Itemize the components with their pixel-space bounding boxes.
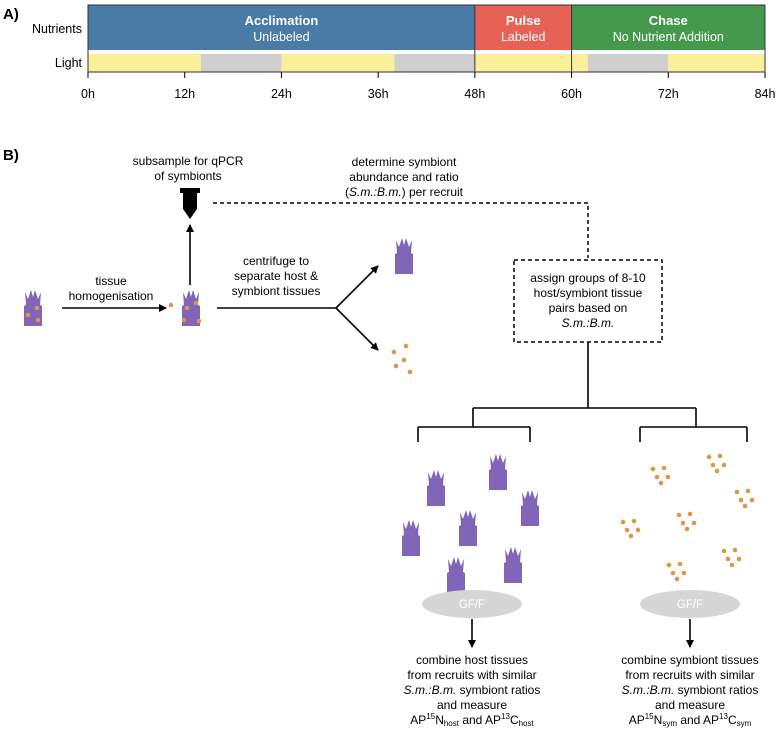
- assign-groups-box: [513, 259, 663, 343]
- timeline-frame: [87, 4, 766, 73]
- symbiont-cluster-6: [721, 547, 742, 568]
- grouping-tree: [417, 342, 748, 442]
- dashed-connector: [213, 202, 589, 258]
- light-period-light-1: [88, 54, 201, 72]
- determine-label-line3: (S.m.:B.m.) per recruit: [345, 185, 464, 199]
- symbiont-fraction-icon: [391, 343, 413, 375]
- centrifuge-label-line1: centrifuge to: [243, 254, 309, 268]
- phase-block-2: [474, 5, 572, 50]
- qpcr-label-line1: subsample for qPCR: [133, 154, 244, 168]
- light-period-light-7: [668, 54, 765, 72]
- symbiont-cluster-4: [734, 488, 755, 509]
- homogenate-icon: [168, 290, 202, 326]
- phase-title-2: Pulse: [506, 13, 541, 28]
- time-tick-label-84h: 84h: [755, 87, 776, 101]
- symbiont-filter-label: GF/F: [677, 599, 703, 611]
- arrow-to-symbiont-fraction: [335, 307, 379, 351]
- assign-label-line4: S.m.:B.m.: [562, 316, 615, 330]
- symbiont-filter: [640, 590, 740, 618]
- host-measure-line4: and measure: [437, 698, 507, 712]
- centrifuge-label-line3: symbiont tissues: [232, 284, 321, 298]
- qpcr-label-line2: of symbionts: [154, 169, 221, 183]
- time-tick-label-72h: 72h: [658, 87, 679, 101]
- panel-b-label: B): [3, 147, 19, 164]
- phase-subtitle-2: Labeled: [501, 30, 546, 44]
- panel-a-label: A): [3, 6, 19, 23]
- symbiont-cluster-2: [650, 465, 671, 486]
- time-tick-label-48h: 48h: [464, 87, 485, 101]
- time-tick-label-0h: 0h: [81, 87, 95, 101]
- light-cycle-bar: [87, 4, 766, 73]
- phase-block-1: [88, 5, 475, 50]
- homogenisation-label-line2: homogenisation: [69, 289, 154, 303]
- host-measure-line5: AP15Nhost and AP13Chost: [410, 712, 534, 728]
- light-period-light-3: [281, 54, 395, 72]
- nutrients-row-label: Nutrients: [32, 22, 82, 36]
- symbiont-cluster-7: [666, 561, 687, 582]
- symbiont-measure-line5: AP15Nsym and AP13Csym: [629, 712, 752, 728]
- phase-subtitle-1: Unlabeled: [253, 30, 309, 44]
- host-fraction-icon: [395, 238, 413, 274]
- light-period-dark-6: [587, 54, 669, 72]
- time-tick-label-24h: 24h: [271, 87, 292, 101]
- host-filter-label: GF/F: [459, 599, 485, 611]
- host-filter: [422, 590, 522, 618]
- host-measure-line2: from recruits with similar: [407, 668, 536, 682]
- host-tissue-group: [402, 454, 539, 593]
- symbiont-measure-line1: combine symbiont tissues: [621, 653, 758, 667]
- assign-label-line2: host/symbiont tissue: [534, 286, 643, 300]
- qpcr-tube-icon: [180, 188, 200, 219]
- assign-label-line1: assign groups of 8-10: [530, 271, 646, 285]
- phase-title-1: Acclimation: [245, 13, 319, 28]
- phase-block-3: [571, 5, 765, 50]
- symbiont-cluster-5: [676, 511, 697, 532]
- time-tick-label-12h: 12h: [174, 87, 195, 101]
- light-row-label: Light: [55, 56, 83, 70]
- homogenisation-label-line1: tissue: [95, 274, 127, 288]
- determine-label-line1: determine symbiont: [352, 155, 457, 169]
- host-measure-line1: combine host tissues: [416, 653, 528, 667]
- symbiont-cluster-3: [706, 453, 727, 474]
- light-period-dark-4: [394, 54, 475, 72]
- arrow-to-host-fraction: [335, 265, 379, 309]
- assign-label-line3: pairs based on: [549, 301, 628, 315]
- time-tick-label-60h: 60h: [561, 87, 582, 101]
- centrifuge-label-line2: separate host &: [234, 269, 318, 283]
- host-measure-line3: S.m.:B.m. symbiont ratios: [404, 683, 541, 697]
- determine-label-line2: abundance and ratio: [349, 170, 459, 184]
- phase-subtitle-3: No Nutrient Addition: [613, 30, 724, 44]
- symbiont-cluster-1: [620, 518, 641, 539]
- light-period-light-5: [474, 54, 588, 72]
- symbiont-measure-line2: from recruits with similar: [625, 668, 754, 682]
- light-period-dark-2: [200, 54, 282, 72]
- time-tick-label-36h: 36h: [368, 87, 389, 101]
- recruit-icon: [24, 290, 42, 326]
- symbiont-measure-line4: and measure: [655, 698, 725, 712]
- symbiont-measure-line3: S.m.:B.m. symbiont ratios: [622, 683, 759, 697]
- symbiont-tissue-group: [620, 453, 755, 582]
- time-axis: 0h 12h 24h 36h 48h 60h 72h 84h: [81, 72, 775, 101]
- phase-title-3: Chase: [649, 13, 688, 28]
